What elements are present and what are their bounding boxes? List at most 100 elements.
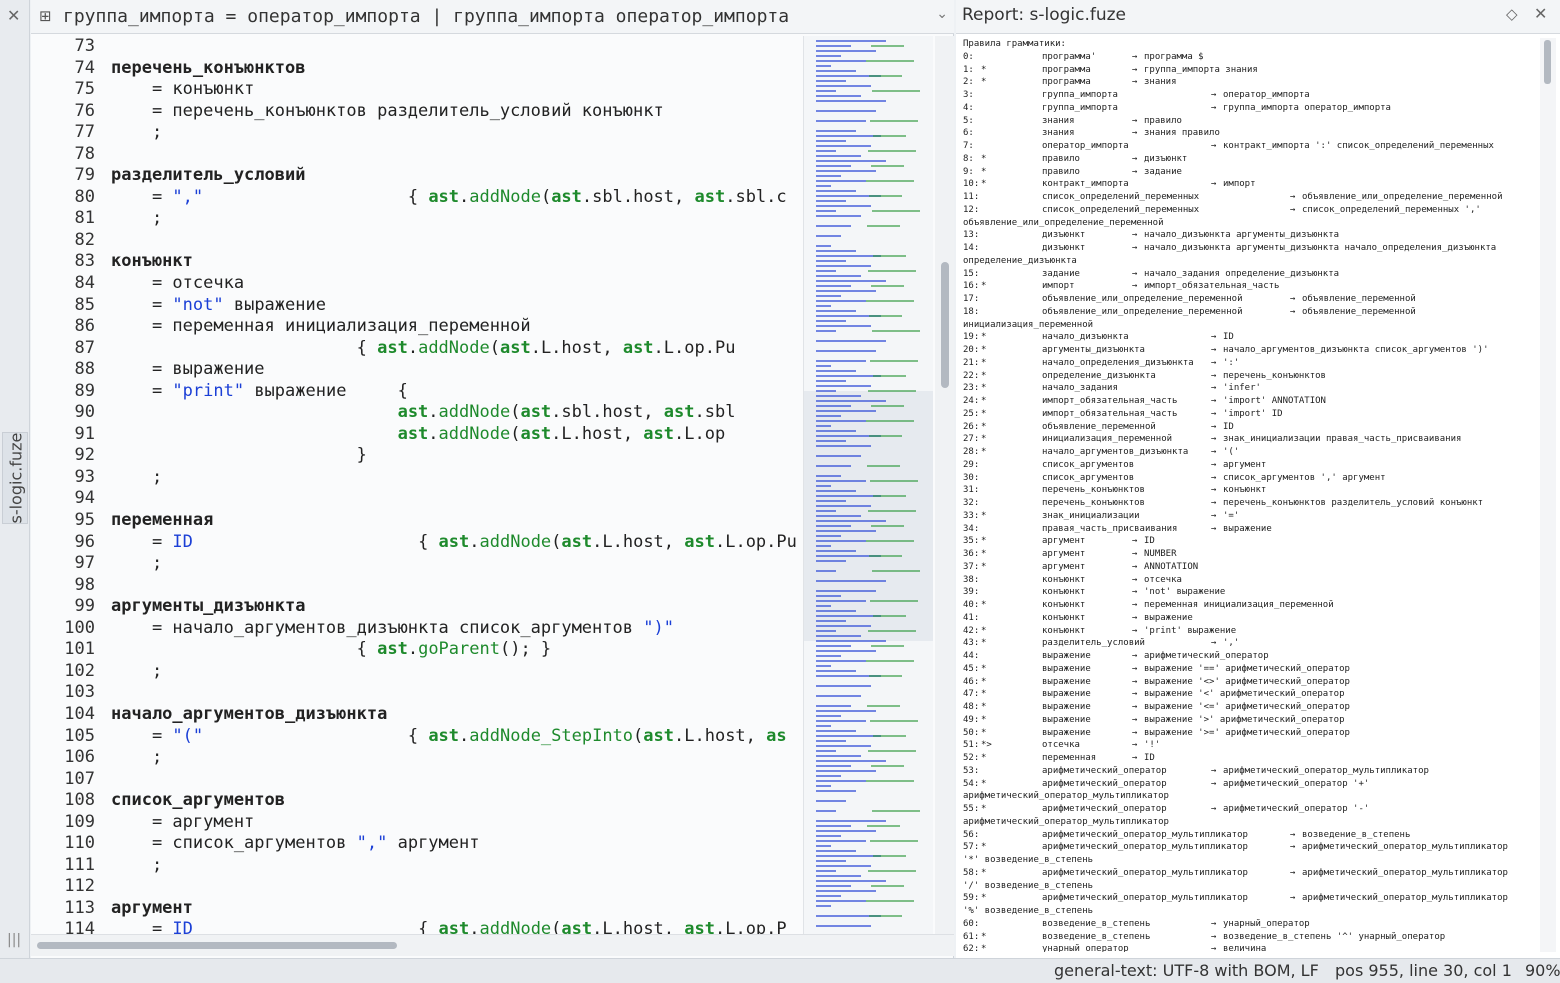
minimap-line — [816, 210, 836, 212]
code-line[interactable]: 110 = список_аргументов "," аргумент — [31, 833, 803, 855]
grammar-rule: 4:группа_импорта→группа_импорта оператор… — [963, 102, 1538, 115]
minimap-line — [873, 375, 906, 377]
code-line[interactable]: 93 ; — [31, 467, 803, 489]
vertical-tab-file[interactable]: s-logic.fuze — [2, 432, 28, 524]
grammar-rule: 40:*конъюнкт→переменная инициализация_пе… — [963, 599, 1538, 612]
code-line[interactable]: 112 — [31, 876, 803, 898]
code-token: = — [111, 380, 173, 401]
code-line[interactable]: 107 — [31, 769, 803, 791]
code-line[interactable]: 111 ; — [31, 855, 803, 877]
code-token: ast — [643, 423, 675, 444]
minimap-line — [816, 395, 861, 397]
code-line[interactable]: 94 — [31, 488, 803, 510]
rule-lhs: отсечка — [1042, 740, 1080, 751]
rule-lhs: определение_дизъюнкта — [1042, 370, 1156, 381]
code-line[interactable]: 73 — [31, 36, 803, 58]
vertical-tab-label: s-logic.fuze — [6, 432, 26, 524]
code-line[interactable]: 106 ; — [31, 747, 803, 769]
code-line[interactable]: 86 = переменная инициализация_переменной — [31, 316, 803, 338]
arrow-icon: → — [1211, 179, 1217, 190]
code-token: { — [111, 639, 378, 660]
code-token: ( — [489, 337, 500, 358]
report-vertical-scrollbar[interactable] — [1540, 38, 1556, 952]
code-line[interactable]: 89 = "print" выражение { — [31, 381, 803, 403]
editor-vertical-scrollbar[interactable] — [935, 36, 954, 934]
minimap-line — [816, 760, 886, 762]
code-line[interactable]: 97 ; — [31, 553, 803, 575]
grammar-rule: 25:*импорт_обязательная_часть→'import' I… — [963, 408, 1538, 421]
code-line[interactable]: 77 ; — [31, 122, 803, 144]
code-line[interactable]: 88 = выражение — [31, 359, 803, 381]
code-token: addNode — [438, 402, 511, 423]
code-token: addNode — [479, 531, 552, 552]
code-line[interactable]: 100 = начало_аргументов_дизъюнкта список… — [31, 618, 803, 640]
code-line[interactable]: 84 = отсечка — [31, 273, 803, 295]
grammar-rule: 56:арифметический_оператор_мультипликато… — [963, 829, 1538, 842]
minimap-line — [816, 140, 846, 142]
diamond-icon[interactable]: ◇ — [1506, 5, 1518, 23]
minimap-line — [816, 385, 871, 387]
code-line[interactable]: 75 = конъюнкт — [31, 79, 803, 101]
code-token: разделитель_условий — [111, 165, 306, 186]
minimap-line — [816, 145, 871, 147]
rule-status: * — [981, 638, 987, 649]
minimap-line — [816, 75, 881, 77]
code-line[interactable]: 80 = "," { ast.addNode(ast.sbl.host, ast… — [31, 187, 803, 209]
code-line[interactable]: 114 = ID { ast.addNode(ast.L.host, ast.L… — [31, 919, 803, 934]
bars-icon[interactable]: ||| — [7, 932, 22, 948]
code-line[interactable]: 90 ast.addNode(ast.sbl.host, ast.sbl — [31, 402, 803, 424]
arrow-icon: → — [1211, 447, 1217, 457]
minimap-line — [816, 635, 861, 637]
minimap-line — [870, 360, 918, 362]
code-line[interactable]: 101 { ast.goParent(); } — [31, 639, 803, 661]
code-line[interactable]: 98 — [31, 575, 803, 597]
report-body[interactable]: Правила грамматики: 0:программа'→програм… — [963, 38, 1538, 952]
code-line[interactable]: 76 = перечень_конъюнктов разделитель_усл… — [31, 101, 803, 123]
code-line[interactable]: 109 = аргумент — [31, 812, 803, 834]
close-icon[interactable]: ✕ — [1534, 4, 1548, 23]
minimap[interactable] — [803, 36, 933, 934]
code-token — [111, 402, 398, 422]
code-line[interactable]: 85 = "not" выражение — [31, 295, 803, 317]
code-line[interactable]: 105 = "(" { ast.addNode_StepInto(ast.L.h… — [31, 726, 803, 748]
code-line[interactable]: 78 — [31, 144, 803, 166]
rule-rhs: ID — [1223, 332, 1234, 343]
arrow-icon: → — [1132, 64, 1138, 75]
rule-continuation: арифметический_оператор_мультипликатор — [963, 791, 1169, 802]
code-line[interactable]: 103 — [31, 682, 803, 704]
scrollbar-thumb[interactable] — [941, 262, 949, 388]
close-icon[interactable]: ✕ — [7, 6, 21, 25]
report-pane: Report: s-logic.fuze ◇ ✕ Правила граммат… — [956, 0, 1560, 958]
code-line[interactable]: 102 ; — [31, 661, 803, 683]
minimap-line — [866, 60, 914, 62]
grammar-rule: 47:*выражение→выражение '<' арифметическ… — [963, 688, 1538, 701]
code-line[interactable]: 81 ; — [31, 208, 803, 230]
cursor-position-status[interactable]: pos 955, line 30, col 1 — [1335, 961, 1512, 980]
code-line[interactable]: 87 { ast.addNode(ast.L.host, ast.L.op.Pu — [31, 338, 803, 360]
minimap-line — [816, 860, 846, 862]
code-line[interactable]: 92 } — [31, 445, 803, 467]
scrollbar-thumb[interactable] — [1544, 40, 1551, 84]
rule-status: * — [981, 396, 987, 406]
code-line[interactable]: 91 ast.addNode(ast.L.host, ast.L.op — [31, 424, 803, 446]
code-line[interactable]: 96 = ID { ast.addNode(ast.L.host, ast.L.… — [31, 532, 803, 554]
zoom-level[interactable]: 90% — [1525, 961, 1560, 980]
encoding-status[interactable]: general-text: UTF-8 with BOM, LF — [1054, 961, 1319, 980]
code-line[interactable]: 82 — [31, 230, 803, 252]
scrollbar-thumb[interactable] — [37, 942, 397, 949]
code-token: .L.op.P — [714, 919, 787, 934]
code-token: "(" — [172, 725, 204, 746]
chevron-down-icon[interactable]: ⌄ — [936, 6, 948, 22]
editor-horizontal-scrollbar[interactable] — [31, 934, 954, 956]
code-token: addNode — [438, 423, 511, 444]
minimap-line — [816, 90, 836, 92]
